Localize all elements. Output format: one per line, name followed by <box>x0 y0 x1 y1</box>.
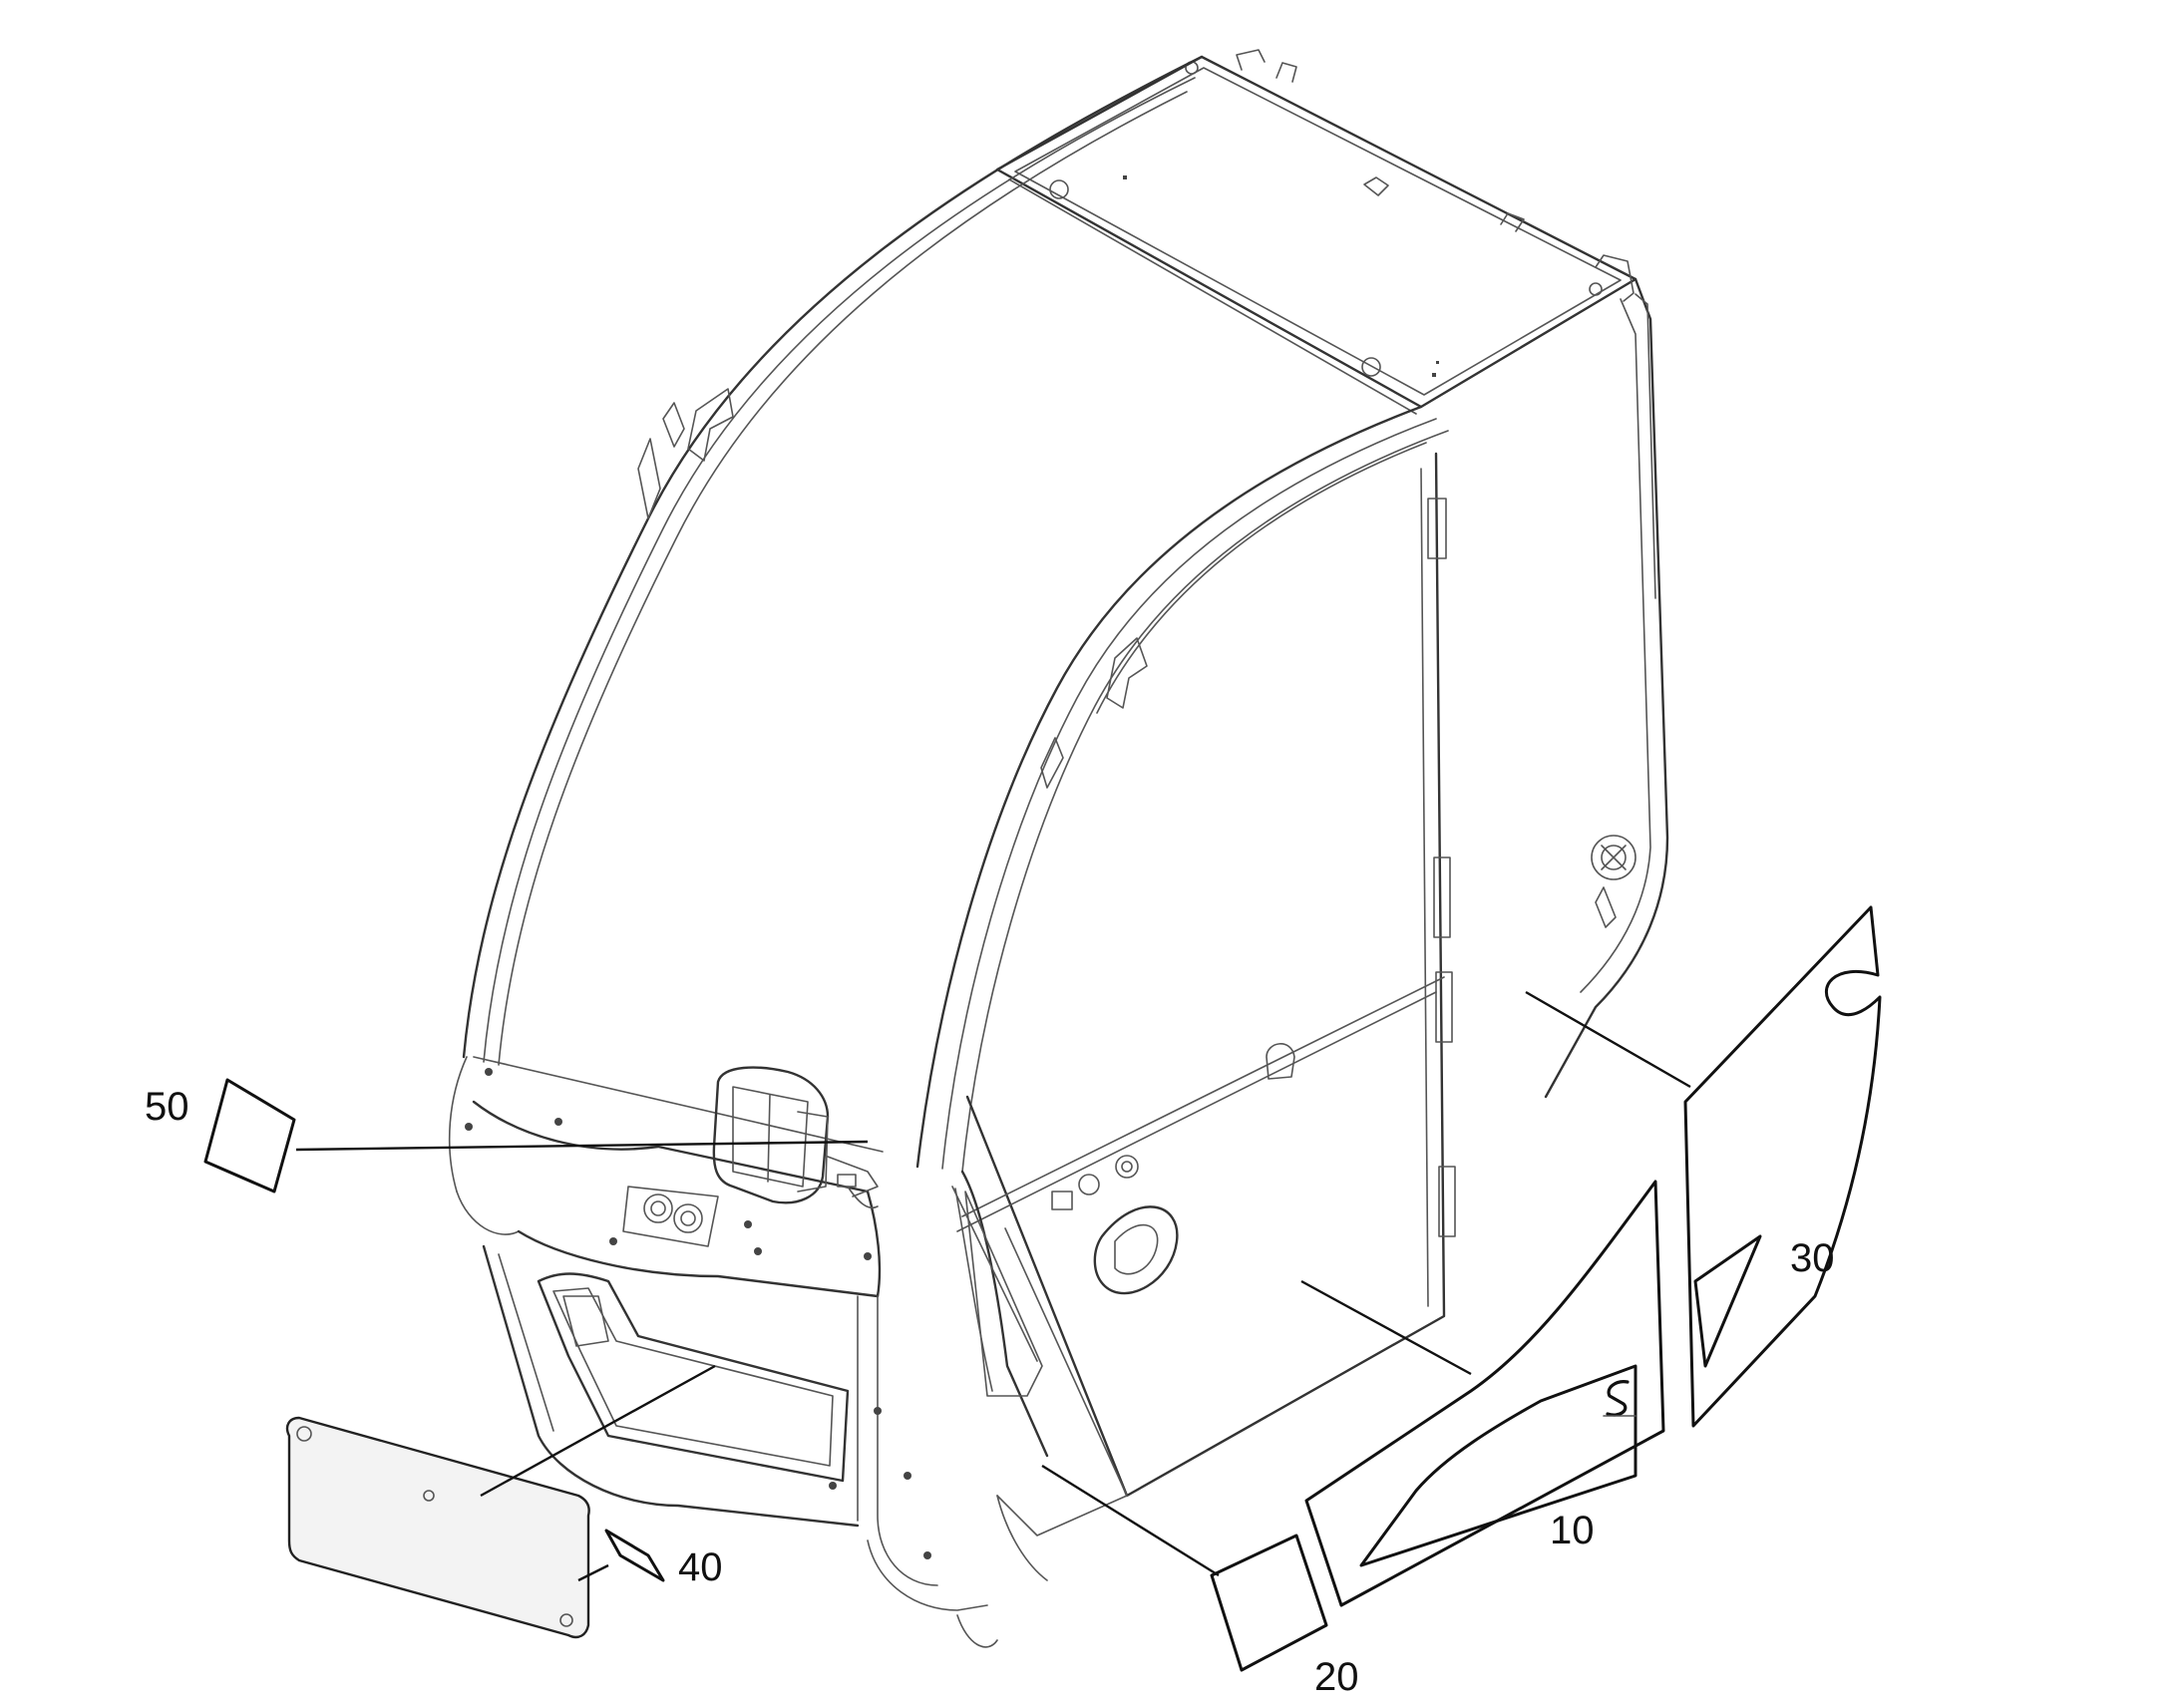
leader-plate <box>480 1364 716 1498</box>
callout-40: 40 <box>678 1545 723 1589</box>
leader-10 <box>1300 1279 1472 1376</box>
door-hinge <box>1427 498 1456 1237</box>
door-handle <box>1093 1205 1179 1295</box>
callouts: 50 40 20 10 30 <box>145 1085 1835 1699</box>
door-panel <box>956 452 1636 1537</box>
roof-panel <box>995 49 1637 415</box>
cab-body <box>448 49 1669 1648</box>
leader-20 <box>1041 1464 1220 1577</box>
decal-50 <box>203 1078 296 1194</box>
callout-50: 50 <box>145 1085 189 1129</box>
decal-10 <box>1304 1180 1665 1607</box>
leader-lines <box>295 990 1691 1582</box>
callout-20: 20 <box>1314 1655 1359 1699</box>
decal-40 <box>604 1529 665 1582</box>
roof-bolt <box>1361 357 1381 377</box>
step-plate <box>285 1416 590 1639</box>
left-step-panel <box>951 1170 1049 1581</box>
leader-30 <box>1525 990 1691 1089</box>
door-arch <box>915 405 1449 1173</box>
front-lower-panel <box>456 1068 998 1648</box>
decal-20 <box>1210 1534 1328 1672</box>
front-window <box>448 1056 884 1193</box>
rear-fan <box>1591 835 1636 928</box>
callout-30: 30 <box>1790 1236 1835 1280</box>
leader-40 <box>577 1563 609 1582</box>
work-light <box>712 1066 879 1208</box>
front-arch <box>462 55 1204 1066</box>
callout-10: 10 <box>1550 1509 1595 1552</box>
s-logo-icon <box>1603 1380 1636 1417</box>
roof-bolt <box>1049 179 1069 199</box>
decal-30 <box>1683 905 1882 1428</box>
leader-50 <box>295 1140 869 1152</box>
rear-pillar <box>1544 277 1669 1099</box>
